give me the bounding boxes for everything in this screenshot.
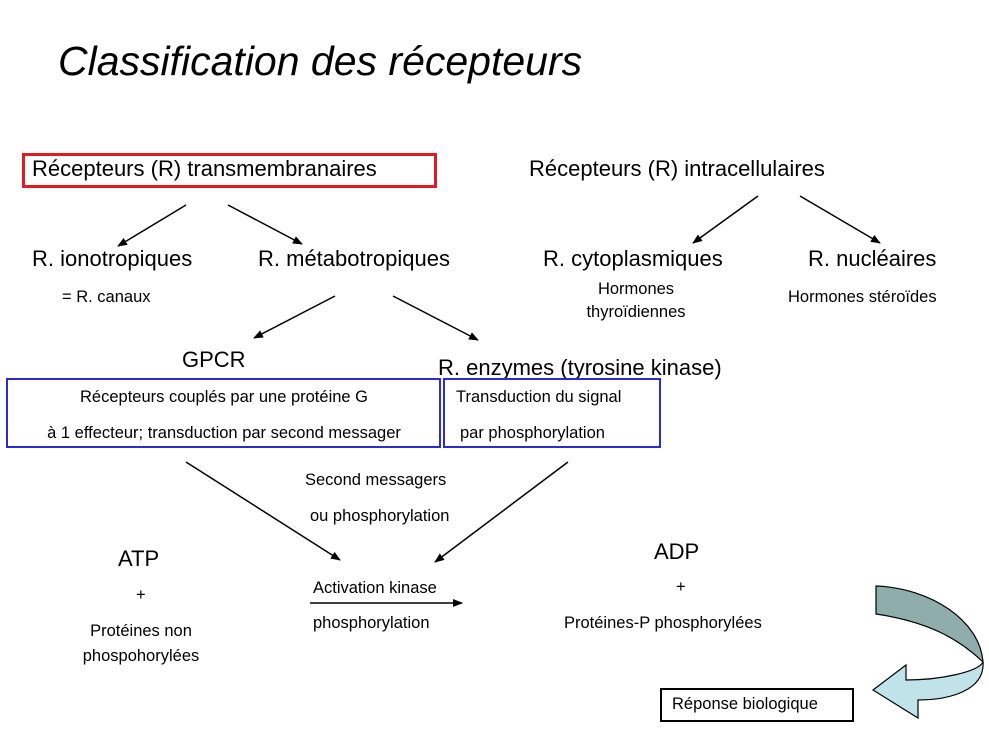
- enzymes-label: R. enzymes (tyrosine kinase): [438, 355, 722, 380]
- plus-left: +: [136, 586, 146, 604]
- arrow-to-metabotropic: [227, 204, 303, 245]
- transmembrane-highlight-box: [22, 153, 437, 188]
- gpcr-desc-line2: à 1 effecteur; transduction par second m…: [47, 424, 401, 442]
- arrow-to-nuclear: [799, 195, 881, 244]
- response-box: [660, 688, 854, 722]
- phosphorylation-label: phosphorylation: [313, 614, 430, 632]
- nuclear-label: R. nucléaires: [808, 246, 937, 271]
- arrow-to-cytoplasmic: [692, 195, 759, 244]
- second-messengers-line1: Second messagers: [305, 471, 447, 489]
- arrow-enzymes-to-kinase: [434, 461, 569, 563]
- enzymes-description-box: [443, 378, 661, 448]
- ionotropic-label: R. ionotropiques: [32, 246, 193, 271]
- nuclear-note: Hormones stéroïdes: [788, 288, 937, 306]
- transmembrane-receptors-label: Récepteurs (R) transmembranaires: [32, 156, 377, 181]
- enzymes-desc-line1: Transduction du signal: [456, 388, 622, 406]
- arrow-gpcr-to-kinase: [185, 461, 341, 561]
- curved-arrow-icon: [871, 585, 984, 720]
- arrow-to-enzymes: [392, 295, 479, 341]
- proteins-line2: phospohorylées: [82, 647, 200, 665]
- phosphorylated-proteins-label: Protéines-P phosphorylées: [564, 614, 762, 632]
- activation-kinase-label: Activation kinase: [313, 579, 437, 597]
- arrow-to-gpcr: [253, 295, 336, 339]
- gpcr-description-box: [6, 378, 441, 448]
- cytoplasmic-note-line1: Hormones: [597, 280, 675, 298]
- second-messengers-line2: ou phosphorylation: [310, 507, 450, 525]
- gpcr-desc-line1: Récepteurs couplés par une protéine G: [79, 388, 369, 406]
- adp-label: ADP: [654, 539, 700, 564]
- ionotropic-note: = R. canaux: [62, 288, 151, 306]
- arrow-to-ionotropic: [117, 204, 187, 247]
- proteins-line1: Protéines non: [90, 622, 192, 640]
- slide-title: Classification des récepteurs: [58, 38, 583, 84]
- plus-right: +: [676, 578, 686, 596]
- intracellular-receptors-label: Récepteurs (R) intracellulaires: [529, 156, 825, 181]
- enzymes-desc-line2: par phosphorylation: [460, 424, 605, 442]
- cytoplasmic-note-line2: thyroïdiennes: [586, 303, 686, 321]
- cytoplasmic-label: R. cytoplasmiques: [543, 246, 723, 271]
- gpcr-label: GPCR: [182, 347, 246, 372]
- metabotropic-label: R. métabotropiques: [258, 246, 450, 271]
- atp-label: ATP: [118, 546, 160, 571]
- response-label: Réponse biologique: [672, 695, 818, 713]
